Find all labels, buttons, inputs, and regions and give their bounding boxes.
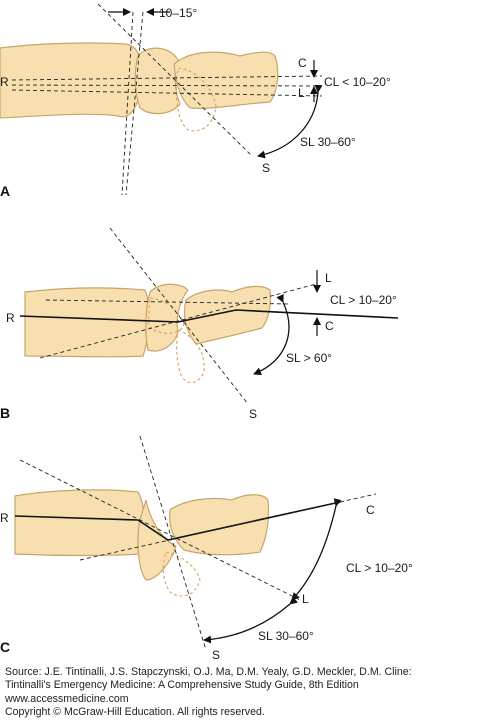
wrist-alignment-diagram: 10–15° R C L CL < 10–20° SL 30–60° S A R… bbox=[0, 3, 413, 660]
panel-letter-c: C bbox=[0, 639, 10, 655]
panel-a: 10–15° R C L CL < 10–20° SL 30–60° S A bbox=[0, 3, 391, 199]
panel-letter-a: A bbox=[0, 183, 10, 199]
angle-label-a: 10–15° bbox=[159, 6, 197, 20]
scaphoid-axis-b bbox=[109, 227, 249, 405]
l-label-c: L bbox=[302, 592, 309, 606]
capitate-axis-c bbox=[139, 435, 207, 651]
capitate-bone-b bbox=[183, 285, 272, 345]
r-label-c: R bbox=[0, 511, 9, 525]
c-label-b: C bbox=[325, 319, 334, 333]
s-label-b: S bbox=[249, 407, 257, 421]
sl-arc-b bbox=[253, 293, 290, 376]
cl-angle-label-c: CL > 10–20° bbox=[346, 561, 413, 575]
lunate-outline-b bbox=[147, 297, 185, 335]
c-label-a: C bbox=[298, 56, 307, 70]
cl-angle-label-a: CL < 10–20° bbox=[324, 75, 391, 89]
scaphoid-outline-a bbox=[175, 67, 217, 132]
sl-arc-c bbox=[203, 596, 298, 644]
cl-angle-label-b: CL > 10–20° bbox=[330, 293, 397, 307]
lunate-axis-c bbox=[339, 493, 377, 503]
website-link[interactable]: www.accessmedicine.com bbox=[5, 692, 129, 705]
radius-bone-a bbox=[0, 42, 142, 119]
c-label-c: C bbox=[366, 503, 375, 517]
lunate-axis-dash-c bbox=[79, 501, 341, 561]
capitate-bone-a bbox=[173, 51, 279, 109]
lunate-bone-b bbox=[145, 283, 189, 352]
sl-angle-label-c: SL 30–60° bbox=[258, 629, 314, 643]
sl-angle-label-a: SL 30–60° bbox=[300, 135, 356, 149]
radial-axis-a bbox=[11, 75, 323, 81]
cl-arc-c bbox=[291, 498, 342, 601]
scaphoid-axis-a bbox=[97, 3, 253, 157]
radius-bone-c bbox=[14, 489, 145, 557]
panel-letter-b: B bbox=[0, 405, 10, 421]
radius-bone-b bbox=[24, 287, 150, 358]
copyright-line: Copyright © McGraw-Hill Education. All r… bbox=[5, 706, 265, 719]
lunate-tilt-a bbox=[125, 11, 144, 196]
lunate-vertical-a bbox=[121, 11, 134, 196]
s-label-a: S bbox=[262, 161, 270, 175]
scaphoid-outline-c bbox=[162, 551, 201, 597]
source-line: Source: J.E. Tintinalli, J.S. Stapczynsk… bbox=[5, 666, 412, 678]
s-label-c: S bbox=[212, 648, 220, 660]
figure-caption: Source: J.E. Tintinalli, J.S. Stapczynsk… bbox=[5, 666, 477, 720]
sl-arc-a bbox=[257, 84, 323, 159]
l-label-b: L bbox=[325, 271, 332, 285]
lunate-bone-a bbox=[134, 47, 181, 115]
r-label-a: R bbox=[0, 75, 9, 89]
radial-axis-b bbox=[19, 309, 399, 323]
l-label-a: L bbox=[298, 86, 305, 100]
capitate-axis-a bbox=[11, 89, 323, 97]
panel-b: R L CL > 10–20° C SL > 60° S B bbox=[0, 227, 399, 421]
capitate-bone-c bbox=[169, 494, 270, 556]
scaphoid-axis-c bbox=[19, 459, 301, 601]
book-title-line: Tintinalli's Emergency Medicine: A Compr… bbox=[5, 679, 359, 692]
r-label-b: R bbox=[6, 311, 15, 325]
sl-angle-label-b: SL > 60° bbox=[286, 351, 332, 365]
lunate-axis-a bbox=[11, 84, 323, 87]
panel-c: R C CL > 10–20° L SL 30–60° S C bbox=[0, 435, 413, 660]
